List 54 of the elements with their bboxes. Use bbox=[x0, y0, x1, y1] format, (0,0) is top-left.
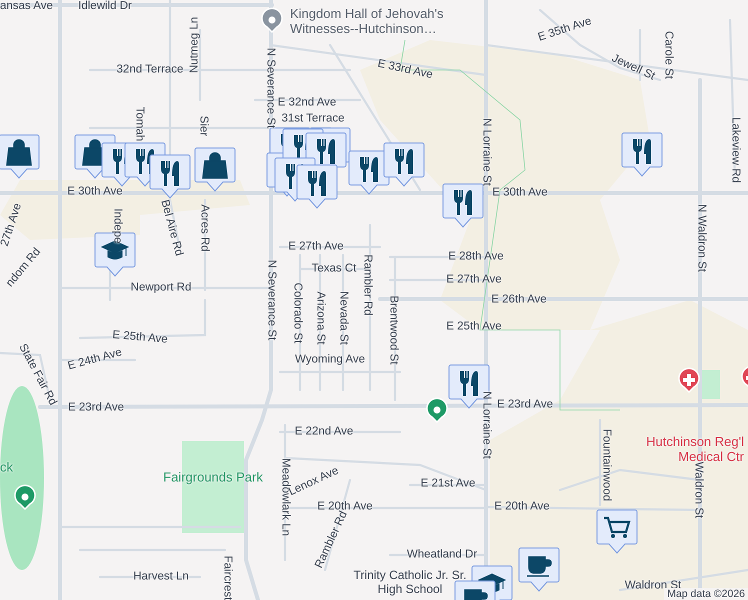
street-label: State Fair Rd bbox=[15, 342, 59, 408]
street-label: E 24th Ave bbox=[66, 346, 124, 374]
street-label: E 28th Ave bbox=[448, 250, 504, 264]
street-label: Lakeview Rd bbox=[728, 117, 742, 183]
street-label: Nutmeg Ln bbox=[188, 16, 202, 74]
street-label: 27th Ave bbox=[0, 202, 25, 248]
street-label: Acres Rd bbox=[198, 204, 211, 252]
street-label: Idlewild Dr bbox=[78, 0, 132, 14]
street-label: Fountainwood bbox=[600, 428, 613, 502]
street-label: N Lorraine St bbox=[480, 118, 493, 186]
street-label: E 25th Ave bbox=[446, 320, 502, 334]
street-label: E 25th Ave bbox=[112, 329, 168, 347]
street-label: Carole St bbox=[662, 31, 675, 79]
street-label: 32nd Terrace bbox=[116, 63, 184, 77]
street-label: Indepe bbox=[110, 208, 124, 244]
street-label: Newport Rd bbox=[130, 281, 192, 295]
place-label: ck bbox=[0, 460, 13, 476]
street-label: E 30th Ave bbox=[492, 186, 548, 200]
street-label: Waldron St bbox=[692, 462, 705, 518]
street-label: E 20th Ave bbox=[494, 500, 550, 514]
street-label: Colorado St bbox=[290, 282, 304, 344]
street-label: N Lorraine St bbox=[480, 391, 493, 459]
street-label: E 21st Ave bbox=[420, 477, 476, 491]
street-label: E 35th Ave bbox=[536, 15, 594, 45]
street-label: E 23rd Ave bbox=[68, 401, 124, 415]
street-label: Rambler Rd bbox=[360, 254, 374, 316]
street-label: N Waldron St bbox=[694, 204, 708, 272]
street-label: N Severance St bbox=[264, 48, 277, 128]
place-label: Kingdom Hall of Jehovah's Witnesses--Hutchinson… bbox=[290, 7, 445, 37]
street-label: E 22nd Ave bbox=[294, 425, 354, 439]
street-label: Texas Ct bbox=[312, 262, 356, 276]
street-label: Jewell St bbox=[609, 52, 657, 84]
street-label: E 27th Ave bbox=[446, 273, 502, 287]
street-label: E 23rd Ave bbox=[496, 398, 554, 412]
street-label: Harvest Ln bbox=[133, 570, 189, 584]
street-label: E 26th Ave bbox=[491, 293, 547, 307]
street-label: Arizona St bbox=[314, 291, 327, 345]
street-label: 31st Terrace bbox=[281, 112, 345, 126]
street-label: Faircrest bbox=[220, 556, 234, 600]
street-label: E 27th Ave bbox=[288, 240, 344, 254]
street-label: Bel Aire Rd bbox=[157, 198, 185, 258]
street-label: Nevada St bbox=[336, 291, 350, 345]
place-label: Trinity Catholic Jr. Sr. High School bbox=[352, 569, 468, 597]
street-label: Tomah bbox=[132, 106, 146, 142]
street-label: E 33rd Ave bbox=[376, 58, 434, 82]
street-label: Sier bbox=[196, 116, 210, 136]
street-label: Wheatland Dr bbox=[406, 548, 478, 562]
street-label: Wyoming Ave bbox=[295, 353, 365, 367]
street-label: E 32nd Ave bbox=[278, 96, 336, 110]
attribution-text: Map data ©2026 bbox=[664, 588, 748, 600]
street-label: ansas Ave bbox=[0, 0, 53, 14]
street-label: E 30th Ave bbox=[67, 185, 123, 199]
street-label: Brentwood St bbox=[386, 295, 400, 365]
street-label: N Severance St bbox=[264, 260, 278, 340]
